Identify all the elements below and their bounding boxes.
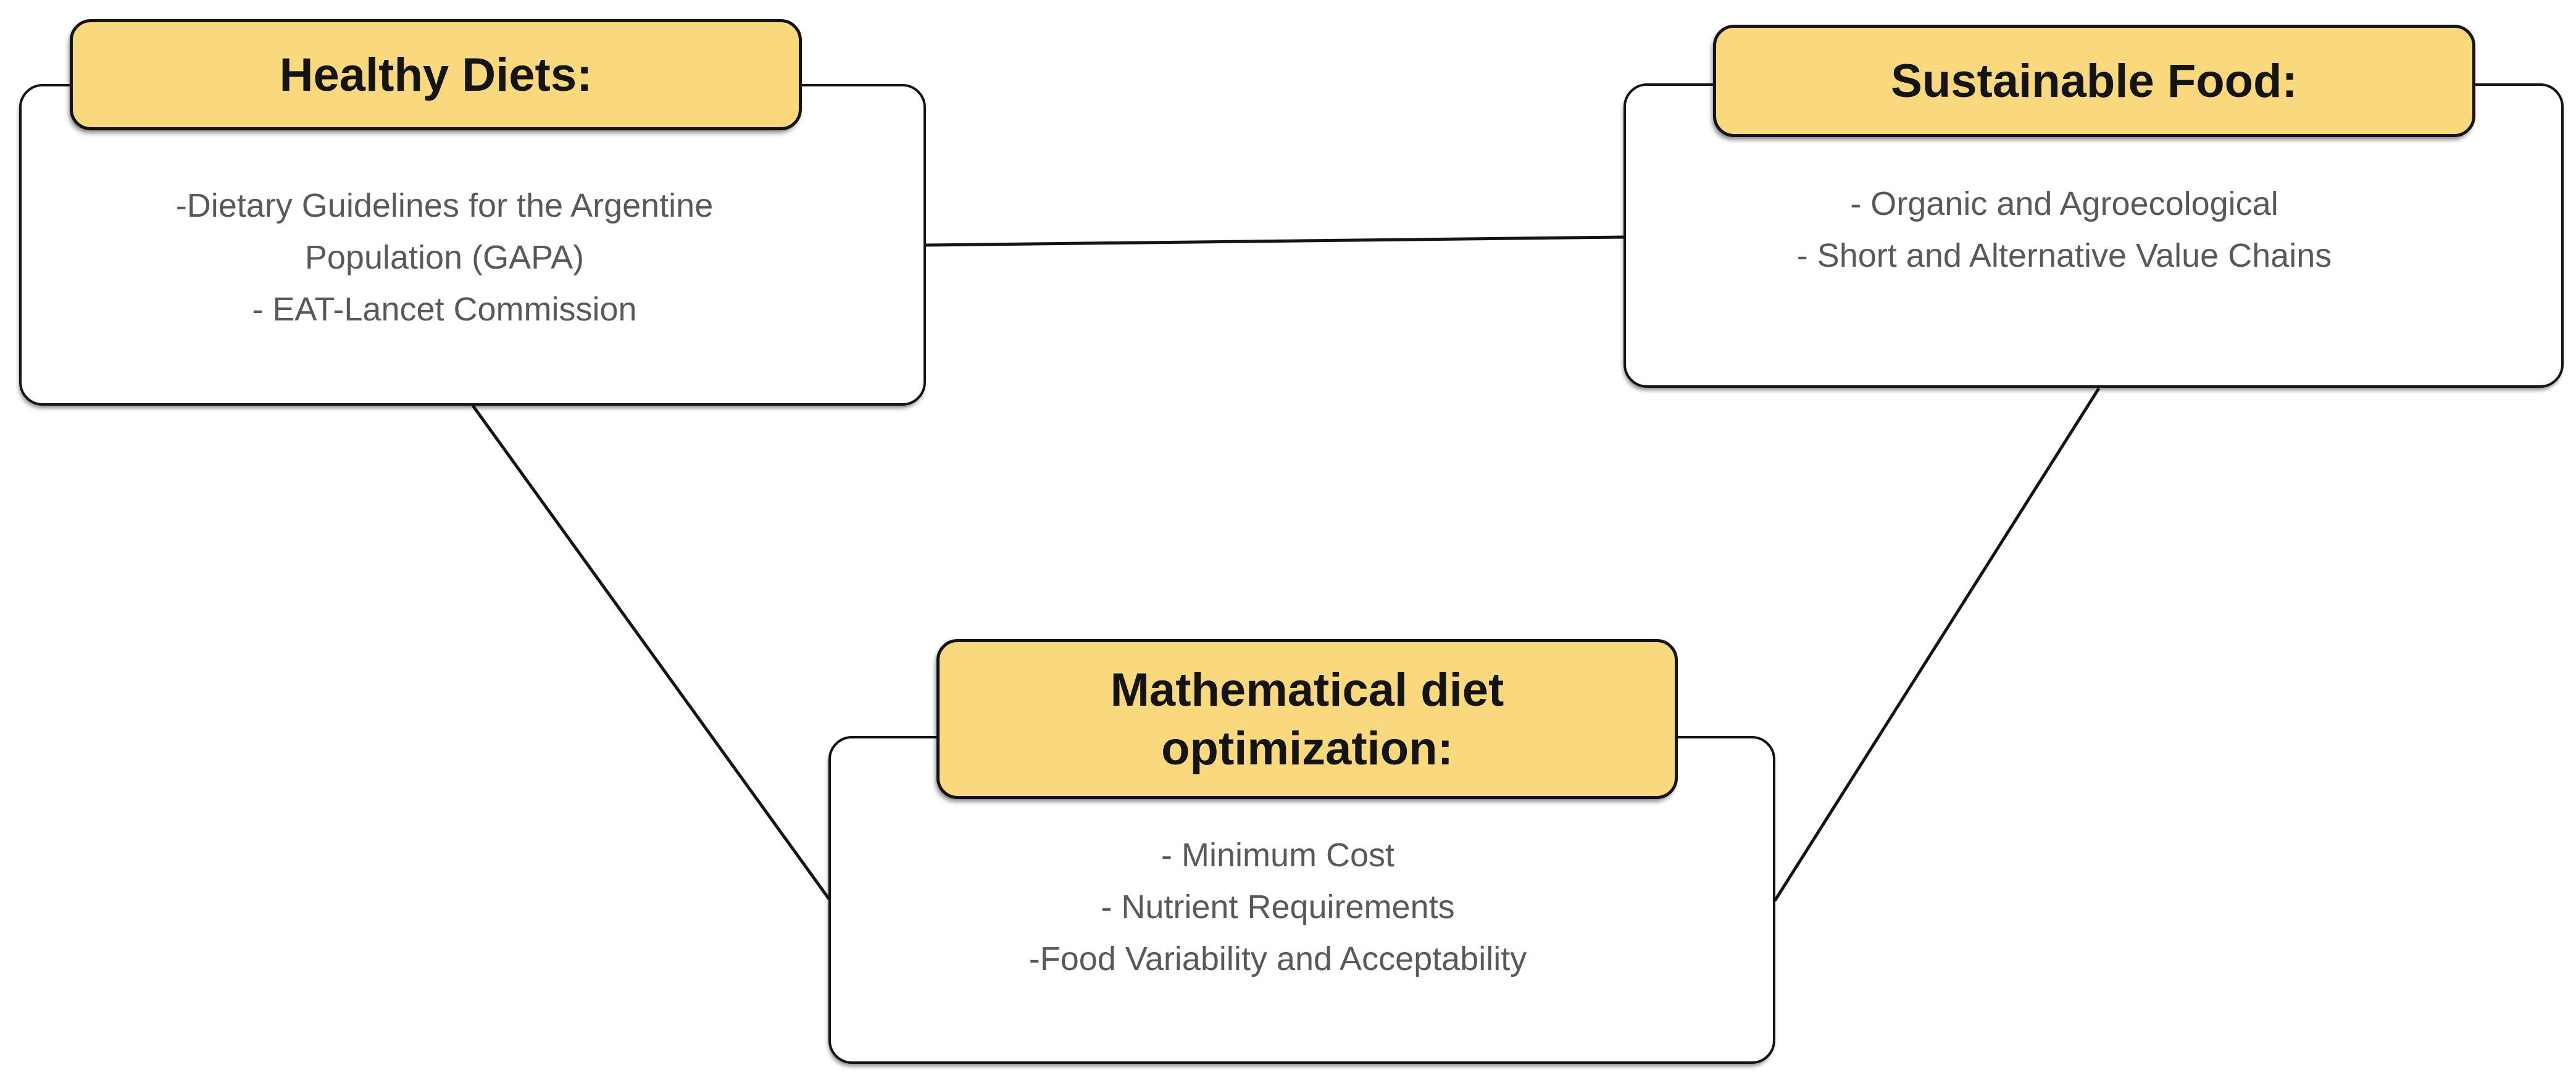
healthy-diets-title: Healthy Diets: <box>279 48 593 101</box>
healthy-diets-box <box>19 84 926 406</box>
bullet-line: - Short and Alternative Value Chains <box>1796 237 2332 274</box>
sustainable-food-header: Sustainable Food: <box>1713 25 2475 137</box>
mathematical-diet-optimization-header: Mathematical diet optimization: <box>936 639 1678 799</box>
mathematical-diet-optimization-title-line2: optimization: <box>1161 722 1453 775</box>
mathematical-diet-optimization-body: - Minimum Cost - Nutrient Requirements -… <box>828 829 1727 985</box>
bullet-line: -Food Variability and Acceptability <box>1028 940 1527 977</box>
sustainable-food-title: Sustainable Food: <box>1891 54 2298 107</box>
bullet-line: - EAT-Lancet Commission <box>252 291 637 328</box>
mathematical-diet-optimization-title-line1: Mathematical diet <box>1110 663 1504 716</box>
bullet-line: Population (GAPA) <box>304 239 585 276</box>
sustainable-food-body: - Organic and Agroecological - Short and… <box>1624 178 2505 282</box>
connector-healthy-optimization <box>471 404 831 900</box>
healthy-diets-header: Healthy Diets: <box>70 19 802 130</box>
bullet-line: -Dietary Guidelines for the Argentine <box>175 187 714 224</box>
bullet-line: - Organic and Agroecological <box>1850 185 2278 222</box>
bullet-line: - Minimum Cost <box>1161 837 1395 874</box>
connector-sustainable-optimization <box>1773 387 2101 902</box>
bullet-line: - Nutrient Requirements <box>1101 889 1455 926</box>
connector-healthy-sustainable <box>925 235 1625 247</box>
healthy-diets-body: -Dietary Guidelines for the Argentine Po… <box>19 180 870 335</box>
